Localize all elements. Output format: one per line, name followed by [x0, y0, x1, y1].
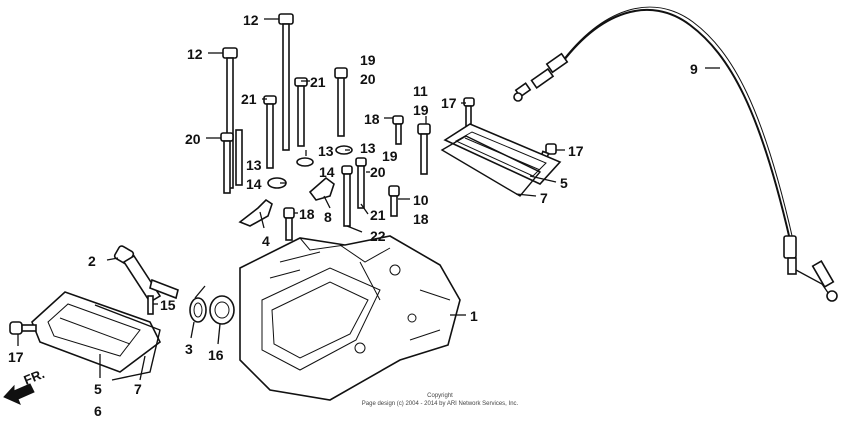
callout-9: 9 — [690, 61, 698, 77]
bolt-12-right — [278, 13, 294, 151]
throttle-cable — [513, 6, 838, 302]
callout-14a: 14 — [246, 176, 262, 192]
callout-3: 3 — [185, 341, 193, 357]
front-direction-arrow: FR. — [3, 366, 47, 405]
side-cover-left — [31, 291, 162, 373]
callout-17b: 17 — [568, 143, 584, 159]
callout-8: 8 — [324, 209, 332, 225]
bolt-20-upper — [334, 67, 348, 137]
callout-2: 2 — [88, 253, 96, 269]
callout-16: 16 — [208, 347, 224, 363]
callout-20c: 20 — [370, 164, 386, 180]
bolt-17-left — [9, 321, 37, 335]
callout-18b: 18 — [413, 211, 429, 227]
callout-14b: 14 — [319, 164, 335, 180]
callout-17a: 17 — [441, 95, 457, 111]
bolt-13-left — [235, 129, 243, 186]
callout-21b: 21 — [241, 91, 257, 107]
callout-21a: 21 — [310, 74, 326, 90]
bolt-11-19 — [417, 123, 431, 175]
callout-17c: 17 — [8, 349, 24, 365]
callout-19c: 19 — [413, 102, 429, 118]
bolt-18-upper — [392, 115, 404, 145]
gasket-left — [94, 304, 161, 381]
callout-10: 10 — [413, 192, 429, 208]
washer-14-right — [296, 157, 314, 167]
pin-15 — [147, 295, 154, 315]
callout-18a: 18 — [364, 111, 380, 127]
callout-22: 22 — [370, 228, 386, 244]
callout-12a: 12 — [243, 12, 259, 28]
callout-6: 6 — [94, 403, 102, 419]
callout-7b: 7 — [134, 381, 142, 397]
clamp-4 — [238, 198, 273, 227]
seal-16 — [209, 295, 235, 325]
spring-3 — [189, 285, 207, 323]
callout-11: 11 — [413, 83, 428, 99]
bolt-21-upper — [294, 77, 308, 147]
callout-5b: 5 — [94, 381, 102, 397]
bolt-22 — [341, 165, 353, 227]
bolt-10-18 — [388, 185, 400, 217]
callout-20a: 20 — [360, 71, 376, 87]
leader-lines — [17, 18, 720, 381]
bolt-21-left — [263, 95, 277, 169]
callout-7a: 7 — [540, 190, 548, 206]
callout-5a: 5 — [560, 175, 568, 191]
callout-13c: 13 — [360, 140, 376, 156]
callout-19a: 19 — [360, 52, 376, 68]
callout-13b: 13 — [318, 143, 334, 159]
callout-13a: 13 — [246, 157, 262, 173]
washer-13 — [335, 145, 353, 155]
callout-1: 1 — [470, 308, 478, 324]
gasket-right — [440, 135, 542, 197]
bolt-17-upper — [463, 97, 475, 129]
callout-15: 15 — [160, 297, 176, 313]
bolt-20-left — [220, 132, 234, 194]
direction-label: FR. — [22, 366, 47, 388]
callout-4: 4 — [262, 233, 270, 249]
callout-21c: 21 — [370, 207, 386, 223]
callout-12b: 12 — [187, 46, 203, 62]
copyright-line-2: Page design (c) 2004 - 2014 by ARI Netwo… — [362, 401, 519, 407]
callout-20b: 20 — [185, 131, 201, 147]
breather-tube — [113, 245, 179, 304]
callout-18c: 18 — [299, 206, 315, 222]
clamp-8 — [308, 176, 335, 201]
bolt-19-20 — [355, 157, 367, 209]
bolt-18-lower — [283, 207, 295, 241]
cylinder-head — [239, 235, 461, 401]
callout-19b: 19 — [382, 148, 398, 164]
copyright-line-1: Copyright — [427, 393, 453, 399]
